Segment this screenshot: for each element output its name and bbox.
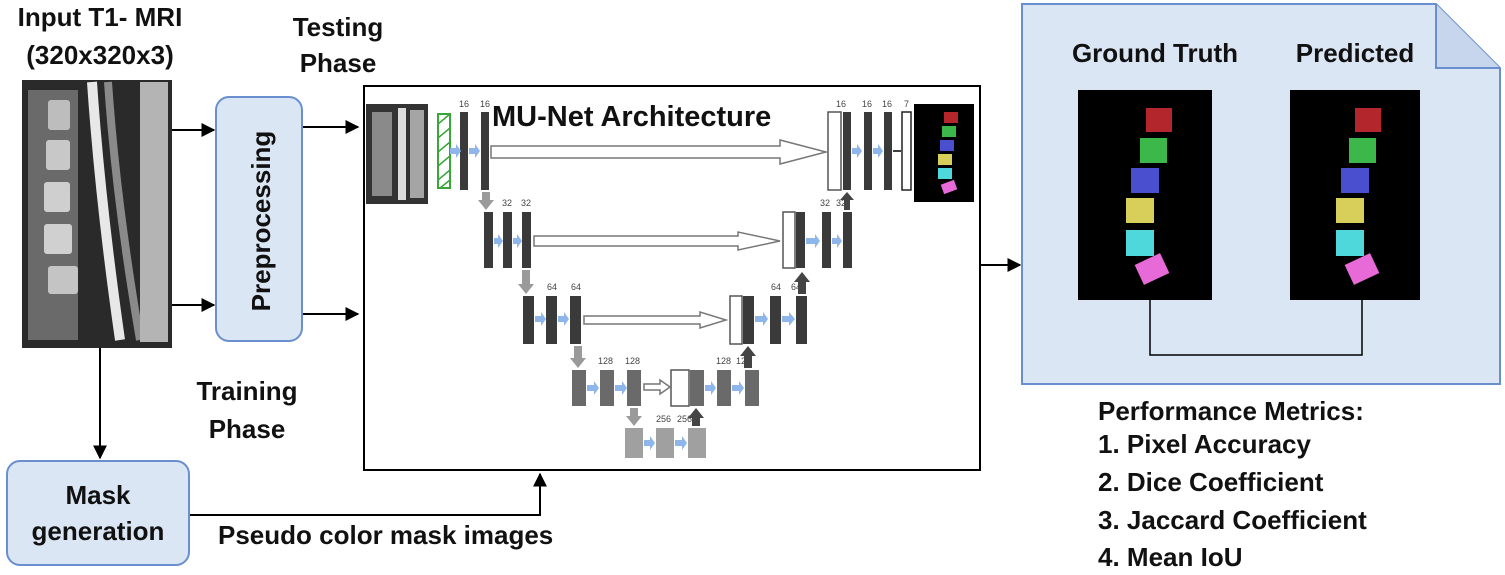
enc4-map-c [627,370,641,406]
metric-item: 4. Mean IoU [1098,542,1243,572]
ground-truth-mask [1078,90,1212,300]
dec1-skip [827,111,842,191]
metrics-title: Performance Metrics: [1098,396,1364,426]
dec4-skip [670,369,690,407]
enc3-map-c [570,296,581,344]
enc1-map-b [481,112,489,190]
dec4-map-a [690,370,704,406]
upsampling-arrows [688,192,854,426]
network-output-mask [914,104,974,202]
testing-phase-label-2: Phase [299,48,377,78]
dec4-map-b [717,370,731,406]
channel-label: 128 [598,356,614,366]
network-input-block [437,113,451,189]
mask-generation-label-1: Mask [65,480,131,510]
enc2-map-b [503,212,512,268]
dec4-map-c [745,370,759,406]
enc2-map-a [484,212,493,268]
preprocessing-label: Preprocessing [246,130,276,312]
input-mri-image [22,80,172,348]
dec2-map-a [796,212,805,268]
training-phase-label-2: Phase [208,414,286,444]
channel-label: 16 [480,99,491,109]
enc3-map-a [523,296,534,344]
channel-label: 128 [625,356,641,366]
channel-label: 128 [736,356,752,366]
channel-label: 256 [656,414,672,424]
channel-label: 64 [571,282,582,292]
ground-truth-label: Ground Truth [1071,38,1239,68]
channel-label: 64 [791,282,802,292]
input-size: (320x320x3) [26,40,174,70]
enc4-map-a [572,370,586,406]
channel-label: 256 [677,414,693,424]
dec3-map-a [743,296,754,344]
channel-label: 16 [459,99,470,109]
channel-label: 32 [836,198,847,208]
metric-item: 3. Jaccard Coefficient [1098,505,1367,535]
enc3-map-b [546,296,557,344]
channel-label: 32 [521,198,532,208]
comparison-bracket [1149,300,1363,356]
enc1-map-a [460,112,468,190]
predicted-mask [1290,90,1420,300]
output-layer [901,111,912,191]
pooling-arrows [478,192,642,426]
dec3-map-b [770,296,781,344]
preprocessing-box: Preprocessing [215,96,303,342]
channel-label: 64 [547,282,558,292]
channel-label: 64 [771,282,782,292]
dec2-skip [782,211,796,269]
channel-label: 16 [836,99,847,109]
enc4-map-b [600,370,614,406]
metric-item: 2. Dice Coefficient [1098,467,1324,497]
architecture-title: MU-Net Architecture [492,101,772,133]
dec1-map-a [843,112,851,190]
bottleneck-map-a [625,428,643,458]
enc2-map-c [522,212,531,268]
dec3-map-c [796,296,807,344]
mask-generation-label-2: generation [31,516,165,546]
bottleneck-map-c [688,428,706,458]
mask-generation-box: Mask generation [6,460,190,566]
bottleneck-map-b [656,428,674,458]
network-input-image [366,104,428,204]
channel-label: 128 [716,356,732,366]
dec2-map-c [843,212,852,268]
predicted-label: Predicted [1295,38,1415,68]
dec1-map-b [864,112,872,190]
channel-label: 32 [820,198,831,208]
dec2-map-b [822,212,831,268]
training-phase-label-1: Training [196,376,298,406]
metric-item: 1. Pixel Accuracy [1098,429,1311,459]
dec3-skip [729,295,743,345]
channel-label: 16 [882,99,893,109]
input-title: Input T1- MRI [17,2,183,32]
testing-phase-label-1: Testing [292,12,384,42]
pseudo-color-label: Pseudo color mask images [218,520,554,550]
channel-label: 7 [904,99,910,109]
dec1-map-c [884,112,892,190]
conv-arrows [450,144,883,450]
channel-label: 16 [862,99,873,109]
skip-connections [490,139,829,396]
channel-label: 32 [502,198,513,208]
